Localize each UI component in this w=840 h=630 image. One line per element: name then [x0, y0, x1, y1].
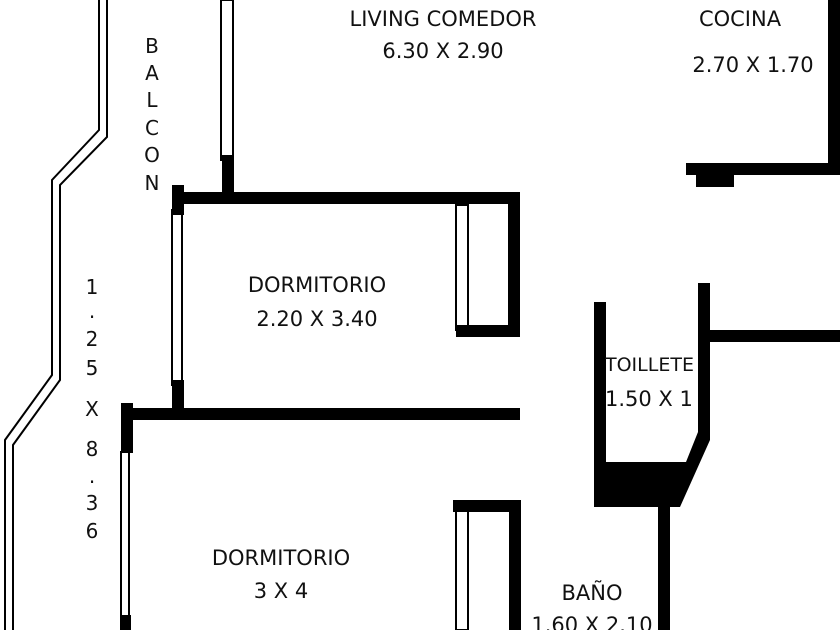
- dormitorio-1-name: DORMITORIO: [248, 273, 386, 297]
- living-comedor-name: LIVING COMEDOR: [350, 7, 537, 31]
- balcon-dim-char: 3: [86, 491, 99, 515]
- balcon-dim-char: 8: [86, 437, 99, 461]
- balcon-dimension-label: 1 . 2 5 X 8 . 3 6: [85, 275, 99, 543]
- walls: [121, 0, 840, 630]
- bano-dims: 1.60 X 2.10: [531, 613, 652, 630]
- balcon-letter: L: [146, 88, 158, 112]
- cocina-label: COCINA 2.70 X 1.70: [692, 7, 813, 77]
- living-comedor-label: LIVING COMEDOR 6.30 X 2.90: [350, 7, 537, 63]
- living-comedor-dims: 6.30 X 2.90: [382, 39, 503, 63]
- balcon-letter: B: [145, 34, 159, 58]
- bano-label: BAÑO 1.60 X 2.10: [531, 579, 652, 630]
- toillete-name: TOILLETE: [604, 354, 694, 376]
- balcon-letter: O: [144, 143, 160, 167]
- balcon-dim-char: .: [89, 464, 95, 488]
- balcon-dim-char: 2: [86, 327, 99, 351]
- balcon-letter: C: [145, 116, 159, 140]
- balcon-letter: N: [145, 171, 160, 195]
- balcon-dim-char: X: [85, 397, 99, 421]
- bano-name: BAÑO: [561, 579, 622, 605]
- dormitorio-1-dims: 2.20 X 3.40: [256, 307, 377, 331]
- cocina-name: COCINA: [699, 7, 782, 31]
- balcon-dim-char: 1: [86, 275, 99, 299]
- balcon-dim-char: 6: [86, 519, 99, 543]
- balcon-label: B A L C O N: [144, 34, 160, 195]
- dormitorio-2-label: DORMITORIO 3 X 4: [212, 546, 350, 603]
- toillete-dims: 1.50 X 1: [605, 387, 693, 411]
- dormitorio-2-dims: 3 X 4: [254, 579, 308, 603]
- dormitorio-2-name: DORMITORIO: [212, 546, 350, 570]
- cocina-dims: 2.70 X 1.70: [692, 53, 813, 77]
- toillete-label: TOILLETE 1.50 X 1: [604, 354, 694, 411]
- balcon-dim-char: .: [89, 299, 95, 323]
- balcon-dim-char: 5: [86, 356, 99, 380]
- dormitorio-1-label: DORMITORIO 2.20 X 3.40: [248, 273, 386, 331]
- balcony-railing: [4, 0, 108, 630]
- balcon-letter: A: [145, 61, 159, 85]
